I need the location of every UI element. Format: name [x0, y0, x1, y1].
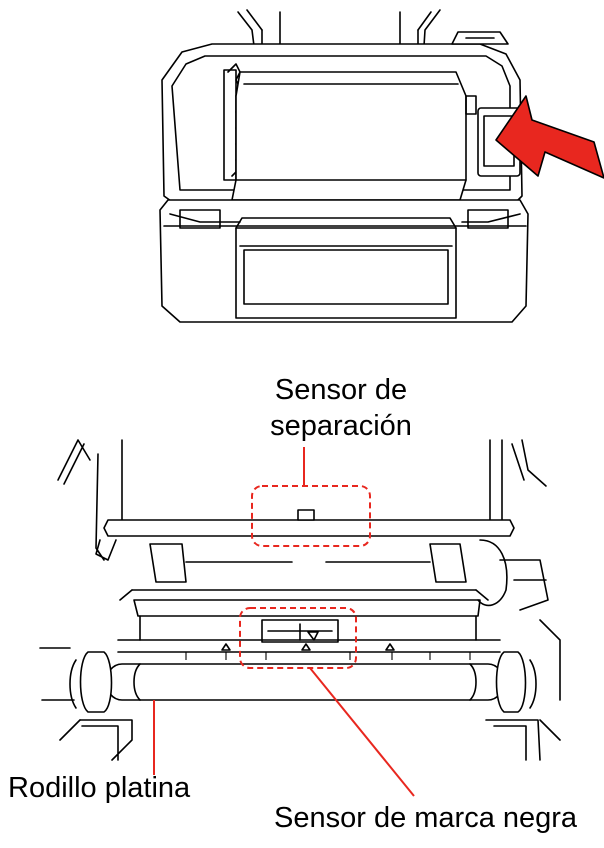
- callouts: [153, 447, 415, 797]
- left-media-guide: [149, 543, 187, 583]
- black-mark-sensor-label: Sensor de marca negra: [274, 802, 578, 834]
- gap-sensor-label-line2: separación: [270, 410, 412, 442]
- gap-sensor-label-line1: Sensor de: [274, 374, 408, 406]
- right-media-guide: [429, 543, 467, 583]
- platen-roller: [105, 663, 505, 701]
- platen-roller-label: Rodillo platina: [8, 772, 191, 804]
- printer-front-view: [159, 9, 604, 323]
- media-path-view: [39, 439, 561, 761]
- red-arrow-icon: [495, 95, 604, 179]
- upper-guide-bar: [103, 519, 515, 537]
- black-mark-sensor-highlight: [239, 607, 357, 669]
- gap-sensor-highlight: [251, 485, 371, 547]
- gap-sensor-label: Sensor de separación: [255, 372, 427, 444]
- black-mark-sensor-leader: [309, 667, 415, 797]
